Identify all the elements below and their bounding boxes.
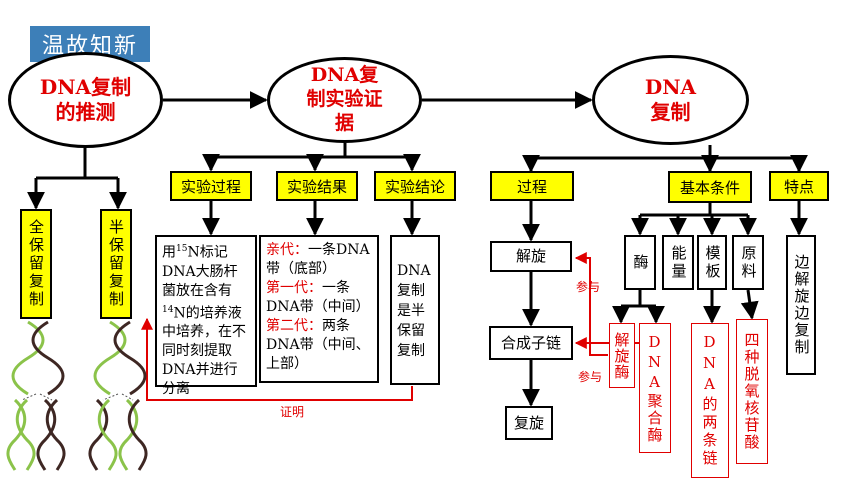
experiment-conclusion-detail: DNA复制是半保留复制 <box>390 235 440 385</box>
conclusion-text: DNA复制是半保留复制 <box>397 263 431 359</box>
enzyme-polymerase: DNA聚合酶 <box>639 323 671 453</box>
process-sup-1: 15 <box>176 244 188 254</box>
process-text-3: N的培养液中培养，在不同时刻提取DNA并进行分离 <box>162 305 246 398</box>
hypothesis-full-label: 全保留复制 <box>27 219 45 309</box>
result-g1-text: 一条DNA带（中间） <box>266 280 370 315</box>
condition-enzyme-label: 酶 <box>631 253 650 272</box>
condition-template-label: 模板 <box>703 244 722 281</box>
result-g1-label: 第一代： <box>266 280 322 296</box>
step-rewind: 复旋 <box>505 406 553 440</box>
node-inference: DNA复制的推测 <box>8 52 163 148</box>
material-detail-label: 四种脱氧核苷酸 <box>742 332 761 451</box>
condition-material-label: 原料 <box>739 244 758 281</box>
proof-label: 证明 <box>280 405 305 419</box>
condition-enzyme: 酶 <box>624 235 656 290</box>
process-text-2: N标记DNA大肠杆菌放在含有 <box>162 244 238 299</box>
material-detail: 四种脱氧核苷酸 <box>736 319 768 464</box>
process-text-1: 用 <box>162 244 176 261</box>
condition-energy-label: 能量 <box>669 244 688 281</box>
hypothesis-full: 全保留复制 <box>20 209 52 319</box>
result-g2-text: 两条DNA带（中间、上部） <box>266 318 370 372</box>
features-detail-label: 边解旋边复制 <box>792 254 811 356</box>
node-replication: DNA复制 <box>592 55 749 145</box>
hypothesis-semi-label: 半保留复制 <box>107 219 125 309</box>
experiment-process-detail: 用15N标记DNA大肠杆菌放在含有 14N的培养液中培养，在不同时刻提取DNA并进… <box>155 235 257 397</box>
node-evidence-label: DNA复制实验证据 <box>306 64 383 134</box>
result-g0-text: 一条DNA带（底部） <box>266 242 370 277</box>
participate-label-1: 参与 <box>576 280 601 294</box>
node-replication-label: DNA复制 <box>644 75 697 124</box>
result-g2-label: 第二代： <box>266 318 322 334</box>
experiment-conclusion-header: 实验结论 <box>374 171 456 201</box>
hypothesis-semi: 半保留复制 <box>100 209 132 319</box>
template-detail: DNA的两条链 <box>691 323 729 478</box>
enzyme-helicase-label: 解旋酶 <box>612 331 631 380</box>
features-detail: 边解旋边复制 <box>786 235 816 375</box>
condition-energy: 能量 <box>662 235 694 290</box>
replication-features-header: 特点 <box>769 171 829 201</box>
experiment-result-header: 实验结果 <box>276 171 358 201</box>
condition-material: 原料 <box>732 235 764 290</box>
participate-label-2: 参与 <box>578 370 603 384</box>
replication-conditions-header: 基本条件 <box>668 171 752 203</box>
experiment-result-detail: 亲代：一条DNA带（底部） 第一代：一条DNA带（中间） 第二代：两条DNA带（… <box>259 235 379 383</box>
node-inference-label: DNA复制的推测 <box>39 75 132 124</box>
process-sup-2: 14 <box>162 304 174 315</box>
step-unwind: 解旋 <box>490 241 572 272</box>
enzyme-helicase: 解旋酶 <box>609 323 635 388</box>
node-evidence: DNA复制实验证据 <box>267 57 422 143</box>
condition-template: 模板 <box>697 235 727 290</box>
result-g0-label: 亲代： <box>266 242 308 258</box>
experiment-process-header: 实验过程 <box>170 171 252 201</box>
page-title: 温故知新 <box>30 26 150 62</box>
step-synthesis: 合成子链 <box>489 326 573 360</box>
replication-process-header: 过程 <box>490 171 574 201</box>
enzyme-polymerase-label: DNA聚合酶 <box>645 332 664 444</box>
template-detail-label: DNA的两条链 <box>700 333 719 468</box>
